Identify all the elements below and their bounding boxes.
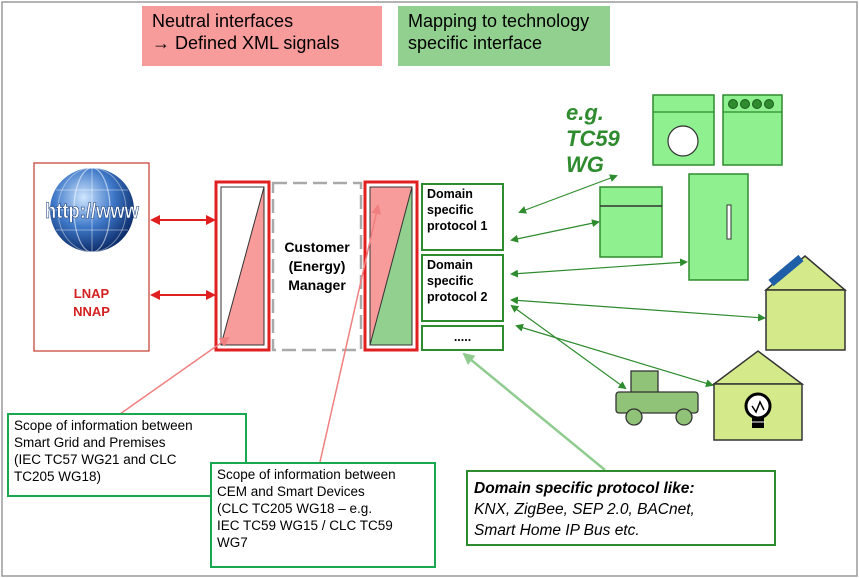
- solar-house-icon: [763, 254, 848, 351]
- cem-note-line1: Scope of information between: [217, 467, 396, 482]
- globe-icon: http://www: [45, 167, 140, 253]
- tall-fridge-icon: [688, 173, 749, 281]
- cem-label-line2: (Energy): [288, 258, 346, 274]
- link-protocol1-tc59: [518, 174, 618, 214]
- stove-icon: [722, 94, 783, 166]
- cem-label: Customer (Energy) Manager: [273, 238, 361, 295]
- tc59-label: e.g. TC59 WG: [566, 100, 642, 178]
- nnap-label: NNAP: [73, 304, 110, 319]
- lnap-nnap-label: LNAP NNAP: [34, 285, 149, 321]
- mapping-header: Mapping to technology specific interface: [398, 6, 610, 66]
- protocol-more-text: .....: [453, 330, 472, 344]
- neutral-interface-left: [214, 180, 271, 352]
- neutral-interface-right: [363, 180, 419, 352]
- globe-text: http://www: [45, 200, 140, 223]
- pointer-cem-scope: [319, 204, 382, 463]
- cem-box: [271, 181, 363, 352]
- pointer-protocol-list: [462, 352, 606, 471]
- cem-label-line3: Manager: [288, 277, 346, 293]
- protocol-note-line2: Smart Home IP Bus etc.: [474, 522, 640, 539]
- grid-note-line1: Scope of information between: [14, 418, 193, 433]
- mapping-header-line1: Mapping to technology: [408, 11, 590, 31]
- lamp-house-icon: [711, 350, 805, 441]
- link-protocol-more-lamp-house: [515, 323, 714, 388]
- cem-note-line3: (CLC TC205 WG18 – e.g.: [217, 501, 373, 516]
- protocol-2-box: Domain specific protocol 2: [421, 254, 504, 322]
- tc59-line2: TC59: [566, 126, 620, 151]
- grid-scope-note: Scope of information between Smart Grid …: [7, 413, 247, 497]
- cem-label-line1: Customer: [284, 239, 350, 255]
- neutral-interfaces-header: Neutral interfaces → Defined XML signals: [142, 6, 382, 66]
- link-protocol2-tall-fridge: [510, 258, 688, 278]
- electric-vehicle-icon: [615, 370, 699, 426]
- protocol-1-box: Domain specific protocol 1: [421, 183, 504, 251]
- lnap-label: LNAP: [73, 286, 110, 301]
- protocol-note-title: Domain specific protocol like:: [474, 480, 695, 497]
- cem-scope-note: Scope of information between CEM and Sma…: [210, 462, 436, 568]
- protocol-1-line2: specific: [427, 203, 474, 217]
- protocol-2-line1: Domain: [427, 258, 473, 272]
- grid-note-line2: Smart Grid and Premises: [14, 435, 166, 450]
- link-protocol2-solar-house: [510, 296, 766, 322]
- protocol-examples-note: Domain specific protocol like: KNX, ZigB…: [466, 470, 776, 546]
- link-protocol2-ev: [510, 304, 627, 390]
- pointer-grid-scope: [119, 336, 230, 415]
- protocol-1-line1: Domain: [427, 187, 473, 201]
- cem-note-line2: CEM and Smart Devices: [217, 484, 365, 499]
- tc59-line3: WG: [566, 152, 604, 177]
- protocol-note-line1: KNX, ZigBee, SEP 2.0, BACnet,: [474, 501, 695, 518]
- washing-machine-icon: [652, 94, 715, 166]
- grid-note-line4: TC205 WG18): [14, 469, 102, 484]
- protocol-2-line2: specific: [427, 274, 474, 288]
- cem-note-line5: WG7: [217, 535, 248, 550]
- neutral-header-line1: Neutral interfaces: [152, 11, 294, 31]
- grid-note-line3: (IEC TC57 WG21 and CLC: [14, 452, 177, 467]
- link-protocol1-fridge: [510, 219, 600, 243]
- cem-note-line4: IEC TC59 WG15 / CLC TC59: [217, 518, 393, 533]
- fridge-icon: [599, 186, 663, 258]
- protocol-more-box: .....: [421, 325, 504, 351]
- tc59-line1: e.g.: [566, 100, 604, 125]
- mapping-header-line2: specific interface: [408, 33, 543, 53]
- protocol-2-line3: protocol 2: [427, 290, 488, 304]
- protocol-1-line3: protocol 1: [427, 219, 488, 233]
- neutral-header-line2: → Defined XML signals: [152, 33, 340, 53]
- light-bulb-icon: [744, 392, 772, 428]
